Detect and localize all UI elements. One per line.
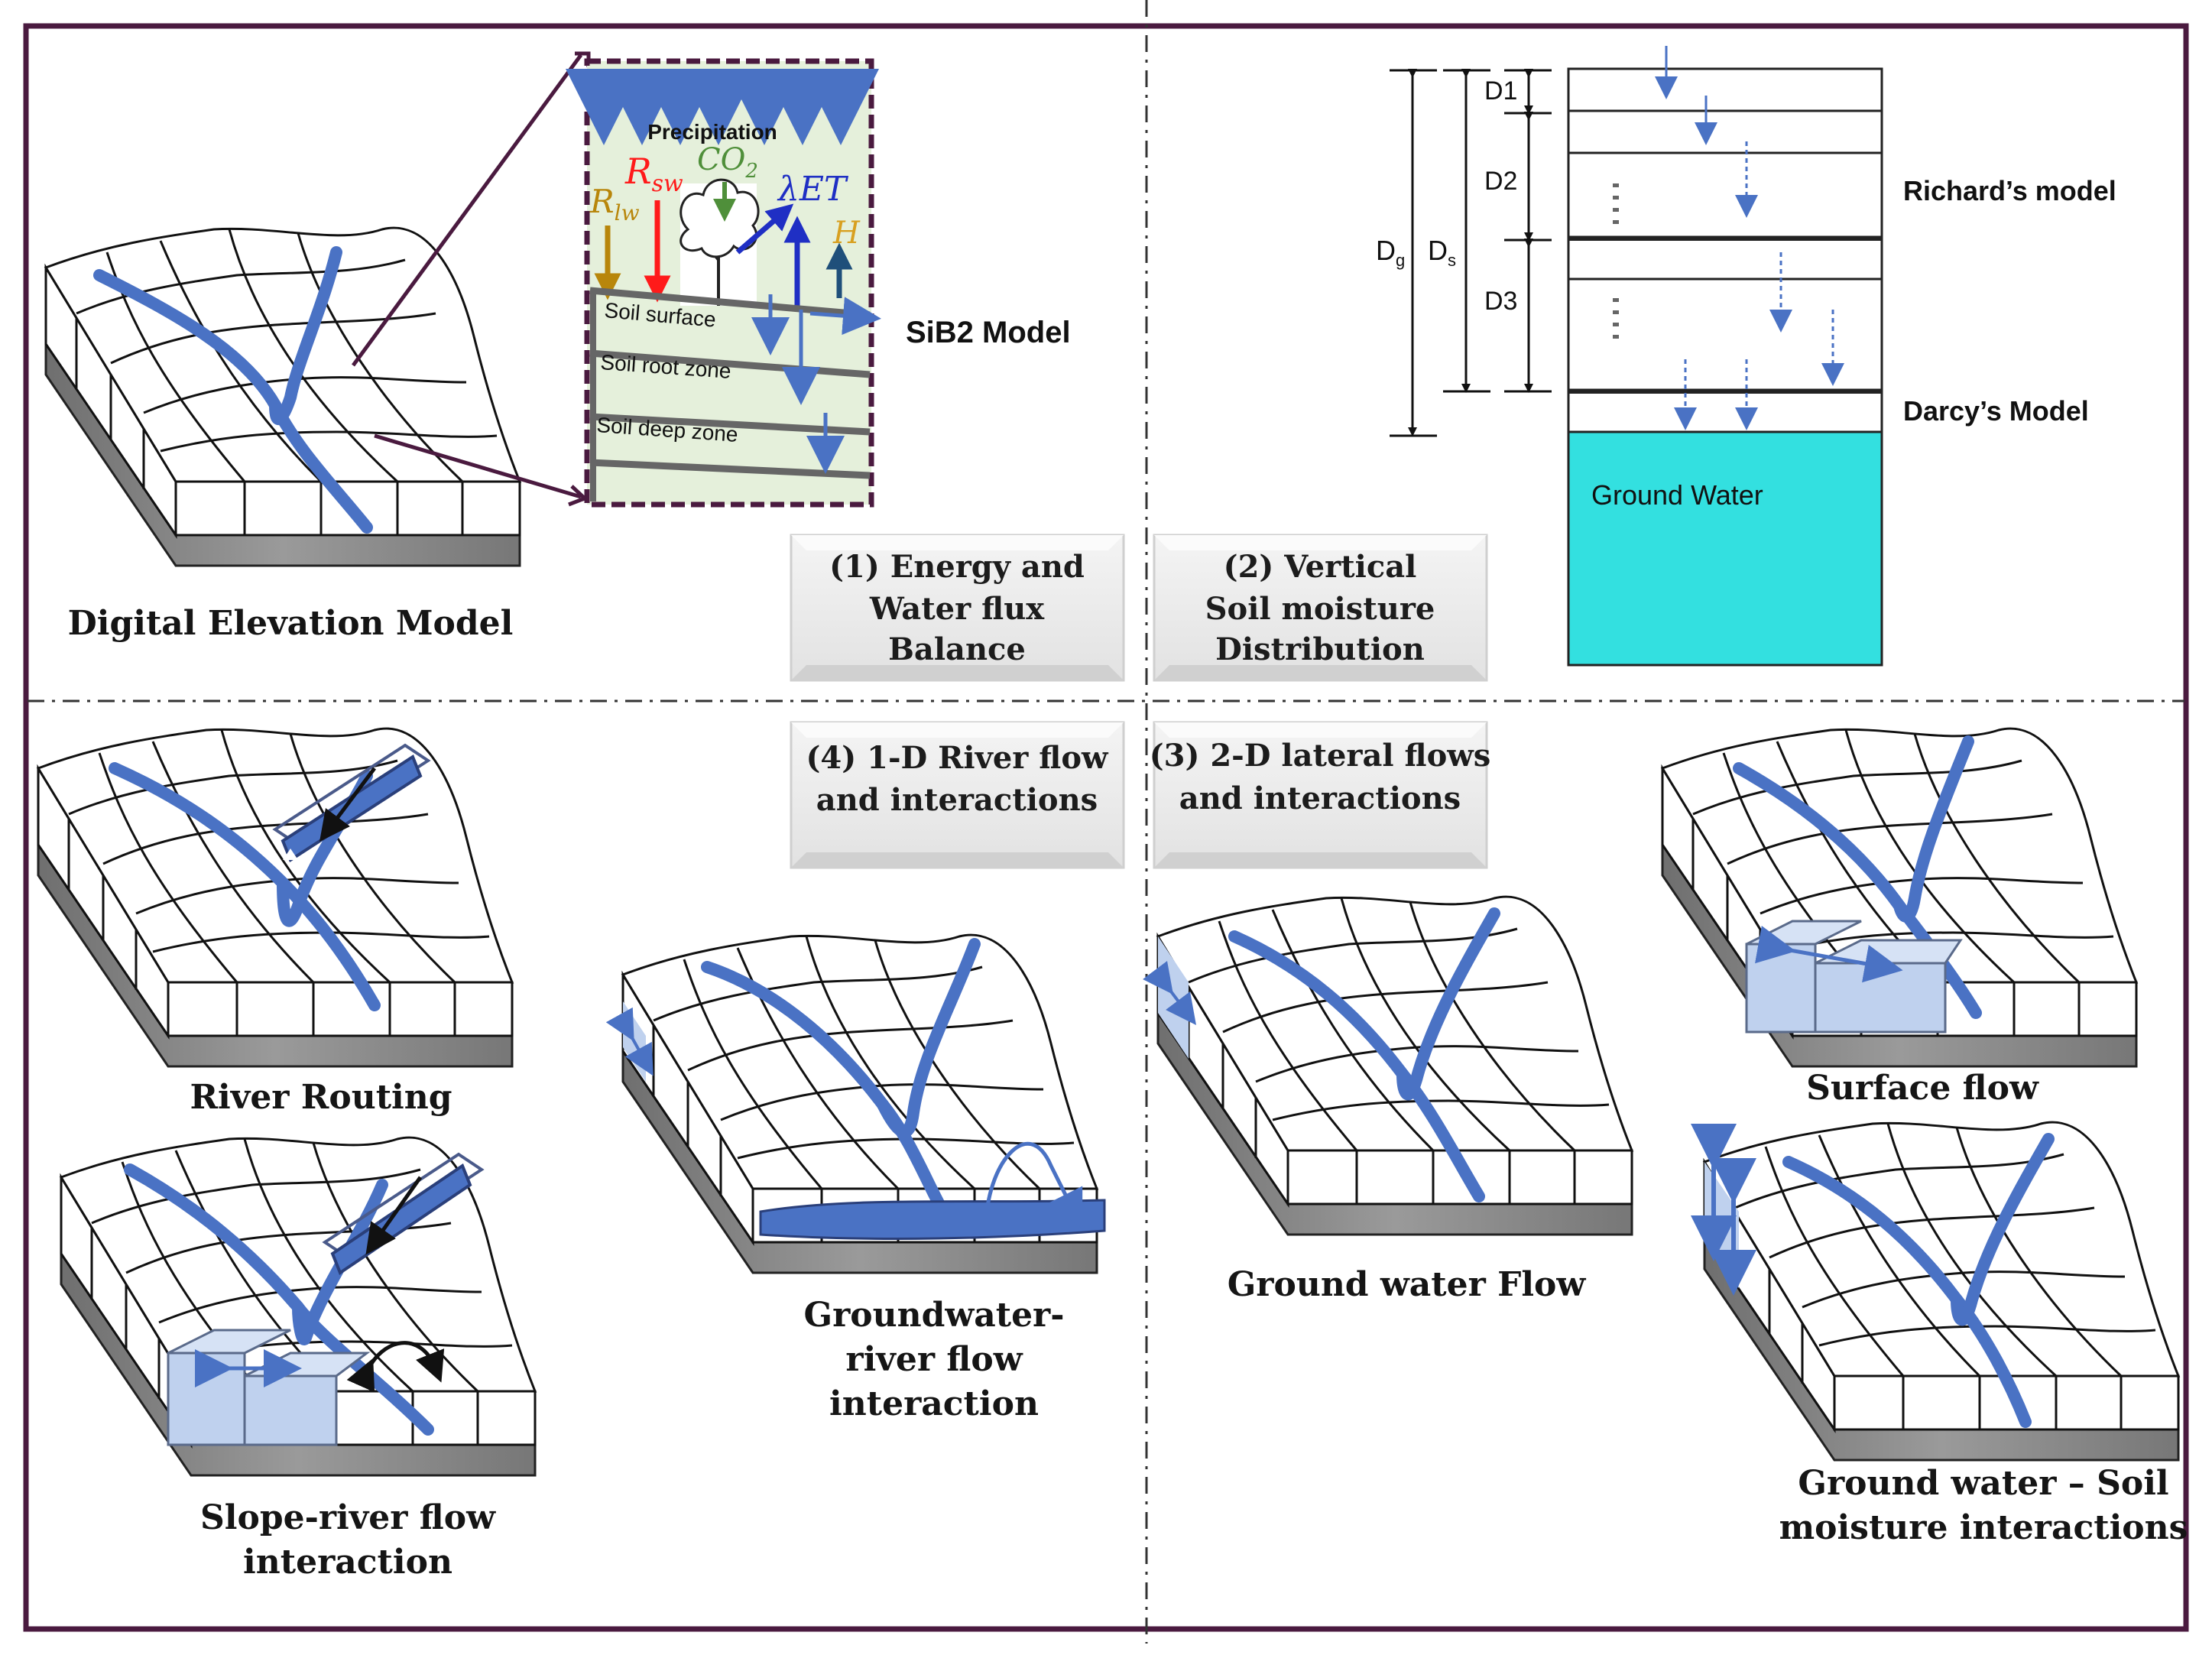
gw-river-label-line1: Groundwater-: [804, 1296, 1065, 1335]
gw-flow-label: Ground water Flow: [1228, 1265, 1587, 1304]
et-label: λET: [777, 170, 849, 209]
sib2-box: Precipitation Rlw Rsw CO2 λET H Soi: [566, 58, 881, 508]
svg-text:Balance: Balance: [888, 631, 1026, 667]
slope-flow-boxes: [167, 1329, 371, 1446]
dem-label: Digital Elevation Model: [68, 604, 514, 643]
svg-text:(4) 1-D River flow: (4) 1-D River flow: [806, 740, 1110, 776]
svg-text:Distribution: Distribution: [1215, 631, 1425, 667]
svg-text:Soil moisture: Soil moisture: [1205, 591, 1435, 627]
slope-river-label-line2: interaction: [243, 1543, 452, 1582]
dimension-lines: [1390, 69, 1552, 437]
river-segment-box: [272, 743, 431, 862]
co2-label: CO2: [697, 142, 758, 183]
gw-river-exchange-arrow: [984, 1141, 1083, 1229]
svg-text:(1) Energy and: (1) Energy and: [829, 549, 1085, 585]
infiltration-arrows: [751, 294, 881, 474]
gw-river-label-line3: interaction: [829, 1384, 1039, 1423]
d1-label: D1: [1484, 76, 1517, 105]
precipitation-arrows: [566, 69, 879, 145]
richards-model-label: Richard’s model: [1903, 175, 2116, 206]
zoom-line-top: [351, 54, 583, 367]
groundwater-layer: [759, 1199, 1106, 1240]
gw-river-label-line2: river flow: [845, 1340, 1023, 1379]
panel-vertical-soil-moisture: (2) Vertical Soil moisture Distribution: [1153, 534, 1488, 682]
panel-river-flow: (4) 1-D River flow and interactions: [790, 721, 1125, 869]
groundwater-label: Ground Water: [1591, 479, 1763, 511]
gw-soil-terrain: [1691, 1121, 2180, 1462]
svg-text:(3) 2-D lateral flows: (3) 2-D lateral flows: [1150, 738, 1491, 774]
outer-frame: [23, 23, 2189, 1632]
ds-label: Ds: [1428, 235, 1456, 270]
column-infiltration-arrows: [1655, 46, 1844, 430]
surface-flow-terrain: [1661, 727, 2138, 1068]
svg-text:and interactions: and interactions: [1179, 780, 1461, 816]
river-routing-terrain: [37, 727, 514, 1068]
panel-lateral-flows: (3) 2-D lateral flows and interactions: [1150, 721, 1491, 869]
precipitation-label: Precipitation: [647, 120, 777, 144]
svg-text:and interactions: and interactions: [816, 782, 1098, 818]
gw-soil-label-line2: moisture interactions: [1779, 1508, 2188, 1547]
soil-column: Dg Ds D1 D2 D3 Richard’s model Darcy’s M…: [1376, 46, 2116, 667]
gw-soil-label-line1: Ground water – Soil: [1798, 1464, 2168, 1503]
ellipsis-marks: [1613, 183, 1619, 339]
panel-energy-water: (1) Energy and Water flux Balance: [790, 534, 1125, 682]
dem-terrain-block: [44, 226, 521, 567]
h-label: H: [832, 216, 861, 251]
gw-river-terrain: [605, 933, 1106, 1274]
rlw-label: Rlw: [589, 183, 640, 226]
rsw-label: Rsw: [624, 151, 683, 197]
svg-text:Water flux: Water flux: [869, 591, 1045, 627]
et-diagonal-arrow: [735, 203, 794, 255]
river-routing-label: River Routing: [190, 1078, 452, 1117]
surface-flow-boxes: [1745, 920, 1963, 1034]
slope-river-exchange-arrow: [346, 1341, 445, 1393]
d3-label: D3: [1484, 287, 1517, 316]
gw-flow-terrain: [1143, 895, 1633, 1236]
svg-text:(2) Vertical: (2) Vertical: [1224, 549, 1417, 585]
d2-label: D2: [1484, 167, 1517, 196]
slope-river-label-line1: Slope-river flow: [200, 1498, 496, 1537]
darcys-model-label: Darcy’s Model: [1903, 395, 2089, 427]
slope-river-segment-box: [322, 1152, 485, 1276]
slope-river-terrain: [60, 1136, 537, 1477]
zoom-line-bottom: [374, 433, 582, 499]
dg-label: Dg: [1376, 235, 1405, 270]
groundwater-box: [1567, 430, 1883, 667]
surface-flow-label: Surface flow: [1806, 1069, 2039, 1108]
sib2-label: SiB2 Model: [906, 316, 1071, 349]
